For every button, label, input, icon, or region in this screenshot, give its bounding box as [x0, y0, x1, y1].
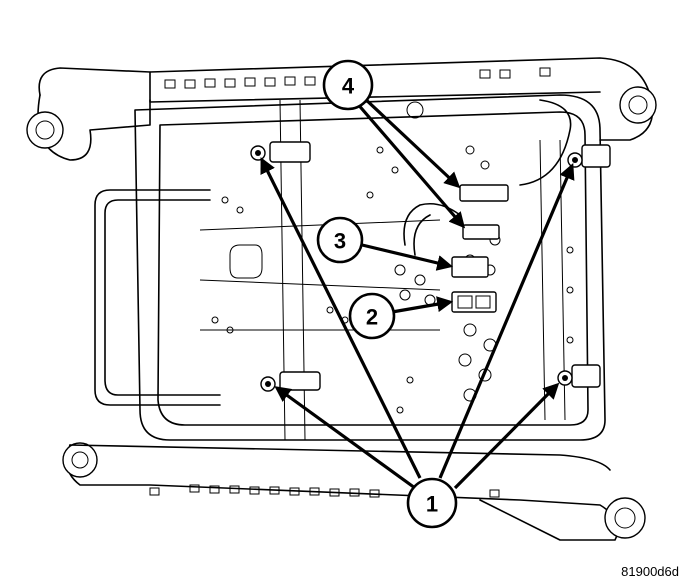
callout-3: 3 [316, 216, 364, 264]
tubular-frame [94, 189, 221, 406]
callout-3-label: 3 [334, 229, 346, 254]
callout-2-label: 2 [366, 305, 378, 330]
connector-4-upper [459, 184, 509, 202]
callout-4-label: 4 [342, 74, 355, 99]
leader-arrows [260, 94, 575, 490]
connector-3 [451, 256, 489, 278]
lower-seat-track [62, 442, 646, 541]
seat-pan-holes [211, 101, 574, 414]
figure-id: 81900d6d [621, 564, 679, 579]
callout-1-label: 1 [426, 492, 438, 517]
seat-pan [134, 94, 606, 441]
connectors [451, 184, 509, 313]
mounting-bolts [250, 141, 611, 392]
connector-4-lower [462, 224, 500, 240]
callout-2: 2 [348, 292, 396, 340]
upper-seat-track [26, 57, 657, 161]
connector-2 [451, 291, 497, 313]
callout-4: 4 [322, 59, 374, 111]
callout-1: 1 [406, 477, 458, 529]
